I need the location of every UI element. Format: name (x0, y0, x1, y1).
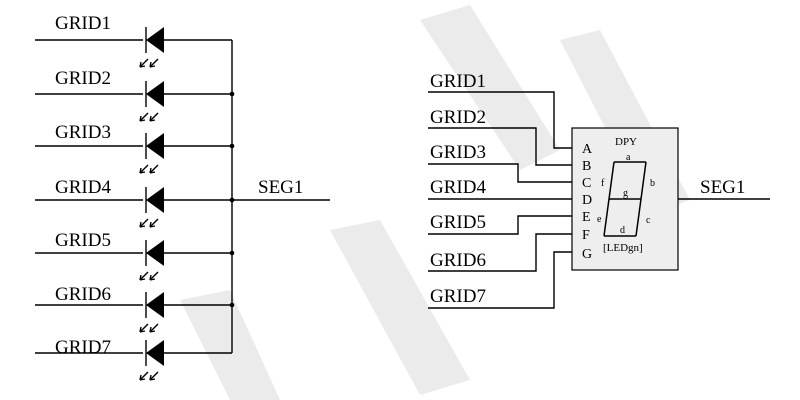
grid3-label: GRID3 (55, 122, 111, 143)
pin-a-label: A (582, 142, 593, 157)
light-emission-arrows-icon (139, 371, 159, 381)
led-row-3: GRID3 (35, 122, 235, 174)
segment-e-label: e (597, 214, 602, 225)
light-emission-arrows-icon (139, 323, 159, 333)
pin-g-label: G (582, 247, 592, 262)
grid1-label: GRID1 (55, 13, 111, 34)
led-diode-icon (146, 187, 164, 213)
segment-g-label: g (623, 188, 628, 199)
r-grid3-label: GRID3 (430, 142, 486, 163)
led-diode-icon (146, 340, 164, 366)
segment-c-label: c (646, 215, 651, 226)
pin-d-label: D (582, 193, 592, 208)
led-array-circuit: SEG1 GRID1 GRID2 GRID3 (35, 13, 330, 381)
led-diode-icon (146, 292, 164, 318)
led-row-5: GRID5 (35, 230, 235, 281)
light-emission-arrows-icon (139, 218, 159, 228)
r-grid7-label: GRID7 (430, 286, 486, 307)
grid2-label: GRID2 (55, 68, 111, 89)
pin-wires (428, 91, 572, 309)
light-emission-arrows-icon (139, 112, 159, 122)
segment-d-label: d (620, 225, 625, 236)
pin-f-label: F (582, 228, 590, 243)
seven-segment-circuit: GRID1 GRID2 GRID3 GRID4 GRID5 GRID6 GRID… (428, 71, 770, 309)
led-diode-icon (146, 27, 164, 53)
pin-c-label: C (582, 176, 591, 191)
led-row-7: GRID7 (35, 337, 232, 381)
pin-e-label: E (582, 210, 591, 225)
segment-b-label: b (650, 178, 655, 189)
led-row-4: GRID4 (35, 177, 235, 228)
led-row-2: GRID2 (35, 68, 235, 122)
led-row-1: GRID1 (35, 13, 232, 68)
grid6-label: GRID6 (55, 284, 111, 305)
r-seg1-label: SEG1 (700, 177, 745, 198)
light-emission-arrows-icon (139, 58, 159, 68)
seg1-label: SEG1 (258, 177, 303, 198)
component-title: DPY (615, 136, 637, 148)
light-emission-arrows-icon (139, 164, 159, 174)
segment-a-label: a (626, 152, 631, 163)
component-part-name: [LEDgn] (603, 242, 643, 254)
led-diode-icon (146, 133, 164, 159)
r-grid6-label: GRID6 (430, 250, 486, 271)
grid4-label: GRID4 (55, 177, 111, 198)
seven-segment-glyph-icon (603, 161, 647, 237)
r-grid4-label: GRID4 (430, 177, 486, 198)
r-grid1-label: GRID1 (430, 71, 486, 92)
r-grid2-label: GRID2 (430, 107, 486, 128)
led-diode-icon (146, 81, 164, 107)
led-row-6: GRID6 (35, 284, 235, 333)
light-emission-arrows-icon (139, 271, 159, 281)
led-diode-icon (146, 240, 164, 266)
grid5-label: GRID5 (55, 230, 111, 251)
segment-f-label: f (601, 178, 605, 189)
r-grid5-label: GRID5 (430, 212, 486, 233)
pin-b-label: B (582, 159, 591, 174)
grid7-label: GRID7 (55, 337, 111, 358)
